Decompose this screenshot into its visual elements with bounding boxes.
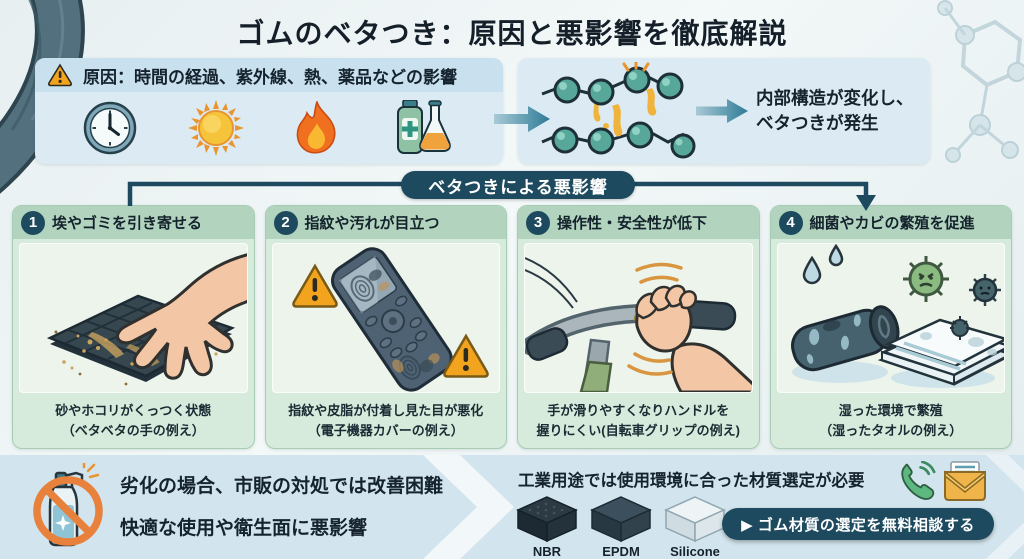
- sun-icon: [187, 100, 244, 156]
- caption-line: 指紋や皮脂が付着し見た目が悪化: [288, 403, 484, 418]
- arrow-right-icon: [696, 99, 748, 123]
- effect-image-1: [19, 243, 248, 393]
- molecule-chains-illustration: [541, 62, 696, 159]
- effect-image-3: [524, 243, 753, 393]
- caption-line: 砂やホコリがくっつく状態: [55, 403, 212, 418]
- effect-panel-1-header: 1 埃やゴミを引き寄せる: [13, 206, 254, 239]
- page-title: ゴムのベタつき：原因と悪影響を徹底解説: [236, 18, 788, 49]
- effect-panel-1: 1 埃やゴミを引き寄せる: [12, 205, 255, 449]
- effect-title: 指紋や汚れが目立つ: [304, 215, 440, 232]
- nbr-block-icon: [516, 496, 578, 543]
- effect-title: 細菌やカビの繁殖を促進: [809, 215, 975, 232]
- material-silicone: Silicone: [664, 495, 726, 559]
- effect-caption-4: 湿った環境で繁殖 （湿ったタオルの例え）: [771, 396, 1012, 448]
- germ-icon: [968, 274, 1001, 306]
- effect-caption-1: 砂やホコリがくっつく状態 （ベタベタの手の例え）: [13, 396, 254, 448]
- number-badge: 3: [526, 210, 550, 235]
- effects-banner: ベタつきによる悪影響: [401, 171, 635, 199]
- consult-cta-button[interactable]: ▶ ゴム材質の選定を無料相談する: [722, 508, 994, 540]
- result-box: 内部構造が変化し、 ベタつきが発生: [518, 58, 930, 164]
- footer-warning-line-1: 劣化の場合、市販の対処では改善困難: [120, 476, 444, 497]
- result-line-1: 内部構造が変化し、: [756, 88, 914, 108]
- caption-line: 手が滑りやすくなりハンドルを: [547, 403, 730, 418]
- effect-caption-3: 手が滑りやすくなりハンドルを 握りにくい(自転車グリップの例え): [518, 396, 759, 448]
- material-label: NBR: [532, 544, 562, 559]
- materials-row: NBR EPDM Silicone: [516, 495, 726, 559]
- effect-title: 操作性・安全性が低下: [557, 215, 708, 232]
- effect-panel-4-header: 4 細菌やカビの繁殖を促進: [770, 206, 1011, 239]
- result-text: 内部構造が変化し、 ベタつきが発生: [756, 86, 914, 137]
- number-badge: 4: [778, 210, 803, 235]
- effect-title: 埃やゴミを引き寄せる: [52, 215, 203, 232]
- fire-icon: [296, 101, 336, 154]
- effect-image-2: [271, 243, 500, 393]
- germ-icon: [902, 256, 949, 302]
- epdm-block-icon: [590, 496, 652, 543]
- material-epdm: EPDM: [590, 495, 652, 559]
- effect-panel-2-header: 2 指紋や汚れが目立つ: [265, 206, 506, 239]
- effects-panels: 1 埃やゴミを引き寄せる: [12, 205, 1012, 449]
- effect-panel-3: 3 操作性・安全性が低下: [517, 205, 760, 449]
- phone-with-fingerprints-illustration: [291, 247, 489, 392]
- cause-box: 原因：時間の経過、紫外線、熱、薬品などの影響: [35, 58, 503, 164]
- chemicals-icon: [396, 100, 451, 154]
- caption-line: 握りにくい(自転車グリップの例え): [536, 422, 740, 438]
- material-label: EPDM: [602, 544, 640, 559]
- effect-panel-4: 4 細菌やカビの繁殖を促進: [769, 205, 1012, 449]
- footer-warning-line-2: 快適な使用や衛生面に悪影響: [120, 518, 368, 539]
- industrial-heading: 工業用途では使用環境に合った材質選定が必要: [518, 472, 865, 490]
- silicone-block-icon: [664, 496, 726, 543]
- water-drop-icon: [802, 244, 843, 285]
- caption-line: （電子機器カバーの例え）: [307, 422, 464, 438]
- effect-image-4: [776, 243, 1005, 393]
- cause-heading: 原因：時間の経過、紫外線、熱、薬品などの影響: [83, 67, 457, 87]
- number-badge: 2: [273, 210, 298, 235]
- wet-towel-with-germs-illustration: [790, 244, 1005, 388]
- warning-icon: [47, 63, 73, 87]
- effect-caption-2: 指紋や皮脂が付着し見た目が悪化 （電子機器カバーの例え）: [266, 396, 507, 448]
- caption-line: （湿ったタオルの例え）: [819, 422, 963, 438]
- caption-line: （ベタベタの手の例え）: [61, 422, 205, 438]
- effect-panel-2: 2 指紋や汚れが目立つ: [264, 205, 507, 449]
- cause-icons-row: [35, 92, 503, 156]
- cause-header: 原因：時間の経過、紫外線、熱、薬品などの影響: [35, 58, 503, 92]
- arrow-right-icon: [494, 106, 550, 132]
- hand-on-dusty-rubber-mat-illustration: [46, 253, 247, 386]
- mail-icon[interactable]: [942, 460, 988, 502]
- slippery-bicycle-grip-illustration: [524, 257, 752, 392]
- result-line-2: ベタつきが発生: [756, 113, 879, 134]
- number-badge: 1: [21, 210, 45, 235]
- effect-panel-3-header: 3 操作性・安全性が低下: [518, 206, 759, 239]
- footer-band: 劣化の場合、市販の対処では改善困難 快適な使用や衛生面に悪影響 工業用途では使用…: [0, 455, 1024, 559]
- clock-icon: [83, 101, 137, 155]
- material-nbr: NBR: [516, 495, 578, 559]
- prohibited-spray-icon: [33, 463, 103, 547]
- material-label: Silicone: [670, 544, 720, 559]
- caption-line: 湿った環境で繁殖: [838, 403, 943, 418]
- phone-icon[interactable]: [896, 461, 936, 501]
